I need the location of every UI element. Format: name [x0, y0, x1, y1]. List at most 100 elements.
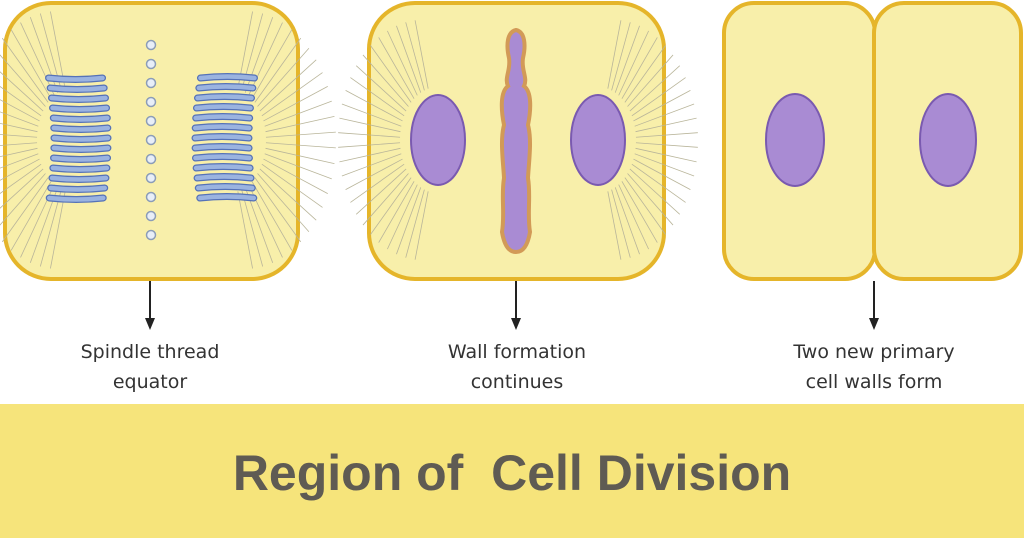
- spindle-fiber: [265, 131, 336, 138]
- chromosome: [194, 174, 254, 181]
- spindle-fiber: [251, 29, 293, 99]
- spindle-fiber: [614, 187, 640, 255]
- vesicle: [145, 134, 157, 146]
- spindle-fiber: [264, 100, 332, 127]
- chromosome: [51, 145, 111, 152]
- chromosome: [192, 124, 252, 131]
- spindle-fiber: [257, 48, 310, 107]
- caption-line: Spindle thread: [80, 341, 220, 363]
- spindle-fiber: [611, 189, 631, 258]
- caption-line: equator: [112, 371, 188, 393]
- banner-title: Region of Cell Division: [232, 445, 792, 501]
- spindle-fibers-right: [237, 11, 336, 269]
- chromosome: [51, 155, 110, 162]
- spindle-fiber: [634, 103, 695, 127]
- spindle-fiber: [635, 117, 697, 133]
- spindle-fibers-right: [607, 20, 698, 260]
- spindle-fiber: [405, 22, 425, 91]
- spindle-fiber: [387, 184, 418, 250]
- spindle-fiber: [0, 147, 38, 158]
- spindle-fiber: [362, 173, 409, 226]
- spindle-fiber: [350, 163, 405, 203]
- spindle-fiber: [633, 158, 691, 191]
- spindle-fiber: [339, 147, 401, 163]
- spindle-fiber: [0, 153, 39, 169]
- vesicle: [145, 153, 157, 165]
- stage-3-caption: Two new primary cell walls form: [744, 337, 1004, 397]
- spindle-fiber: [370, 177, 412, 235]
- stage-1-caption: Spindle thread equator: [20, 337, 280, 397]
- spindle-fiber: [341, 153, 402, 177]
- spindle-fiber: [624, 45, 666, 103]
- chromosome-cluster-icon: [191, 73, 258, 202]
- spindle-fiber: [370, 45, 412, 103]
- spindle-fiber: [614, 25, 640, 93]
- spindle-fiber: [251, 181, 293, 251]
- spindle-fiber: [618, 184, 649, 250]
- title-banner: [0, 404, 1024, 538]
- spindle-fiber: [405, 189, 425, 258]
- spindle-fiber: [0, 142, 38, 146]
- spindle-fiber: [621, 37, 658, 99]
- spindle-fiber: [607, 20, 622, 89]
- spindle-fiber: [261, 72, 323, 117]
- vesicle: [145, 191, 157, 203]
- arrow-down-icon: [869, 281, 879, 330]
- arrow-down-icon: [145, 281, 155, 330]
- spindle-fiber: [635, 147, 697, 163]
- spindle-fiber: [39, 189, 62, 267]
- spindle-fiber: [611, 22, 631, 91]
- vesicle: [145, 39, 157, 51]
- vesicle: [145, 210, 157, 222]
- cell-plate-icon: [499, 27, 533, 255]
- spindle-fiber: [0, 122, 38, 133]
- spindle-fiber: [263, 86, 328, 122]
- vesicle: [145, 229, 157, 241]
- vesicle: [145, 172, 157, 184]
- spindle-fiber: [355, 168, 407, 215]
- spindle-fiber: [265, 142, 336, 149]
- stage-3-cells: [722, 1, 1023, 281]
- spindle-fiber: [237, 191, 253, 269]
- caption-line: Wall formation: [447, 341, 587, 363]
- spindle-fiber: [261, 163, 323, 208]
- stage-2-cell: [338, 1, 698, 281]
- spindle-fiber: [257, 173, 310, 232]
- spindle-fiber: [338, 132, 401, 138]
- caption-line: continues: [470, 371, 564, 393]
- nucleus-icon: [765, 93, 825, 187]
- spindle-fiber: [264, 153, 332, 180]
- spindle-fiber: [241, 189, 264, 267]
- spindle-fiber: [0, 99, 40, 122]
- chromosome: [51, 135, 111, 142]
- spindle-fiber: [341, 103, 402, 127]
- chromosome: [198, 74, 257, 81]
- vesicle: [145, 96, 157, 108]
- spindle-fiber: [20, 22, 55, 96]
- spindle-fiber: [0, 71, 44, 112]
- spindle-fiber: [259, 59, 317, 112]
- spindle-fiber: [627, 54, 674, 107]
- spindle-fiber: [0, 111, 39, 127]
- spindle-fiber: [350, 77, 405, 117]
- spindle-fiber: [378, 181, 415, 243]
- stage-2-caption: Wall formation continues: [387, 337, 647, 397]
- chromosome: [47, 85, 107, 92]
- nucleus-icon: [919, 93, 977, 187]
- spindle-fiber: [10, 181, 52, 251]
- vesicle: [145, 115, 157, 127]
- chromosome: [51, 115, 110, 122]
- spindle-fiber: [629, 168, 681, 215]
- spindle-fiber: [1, 37, 49, 103]
- spindle-fiber: [631, 163, 686, 203]
- spindle-fiber: [396, 25, 422, 93]
- chromosome: [50, 105, 109, 112]
- spindle-fiber: [0, 54, 46, 107]
- chromosome: [193, 164, 253, 171]
- spindle-fiber: [607, 191, 622, 260]
- spindle-fiber: [338, 142, 401, 148]
- caption-line: Two new primary: [793, 341, 955, 363]
- spindle-fiber: [378, 37, 415, 99]
- spindle-fibers-left: [338, 20, 429, 260]
- spindle-fiber: [0, 134, 38, 138]
